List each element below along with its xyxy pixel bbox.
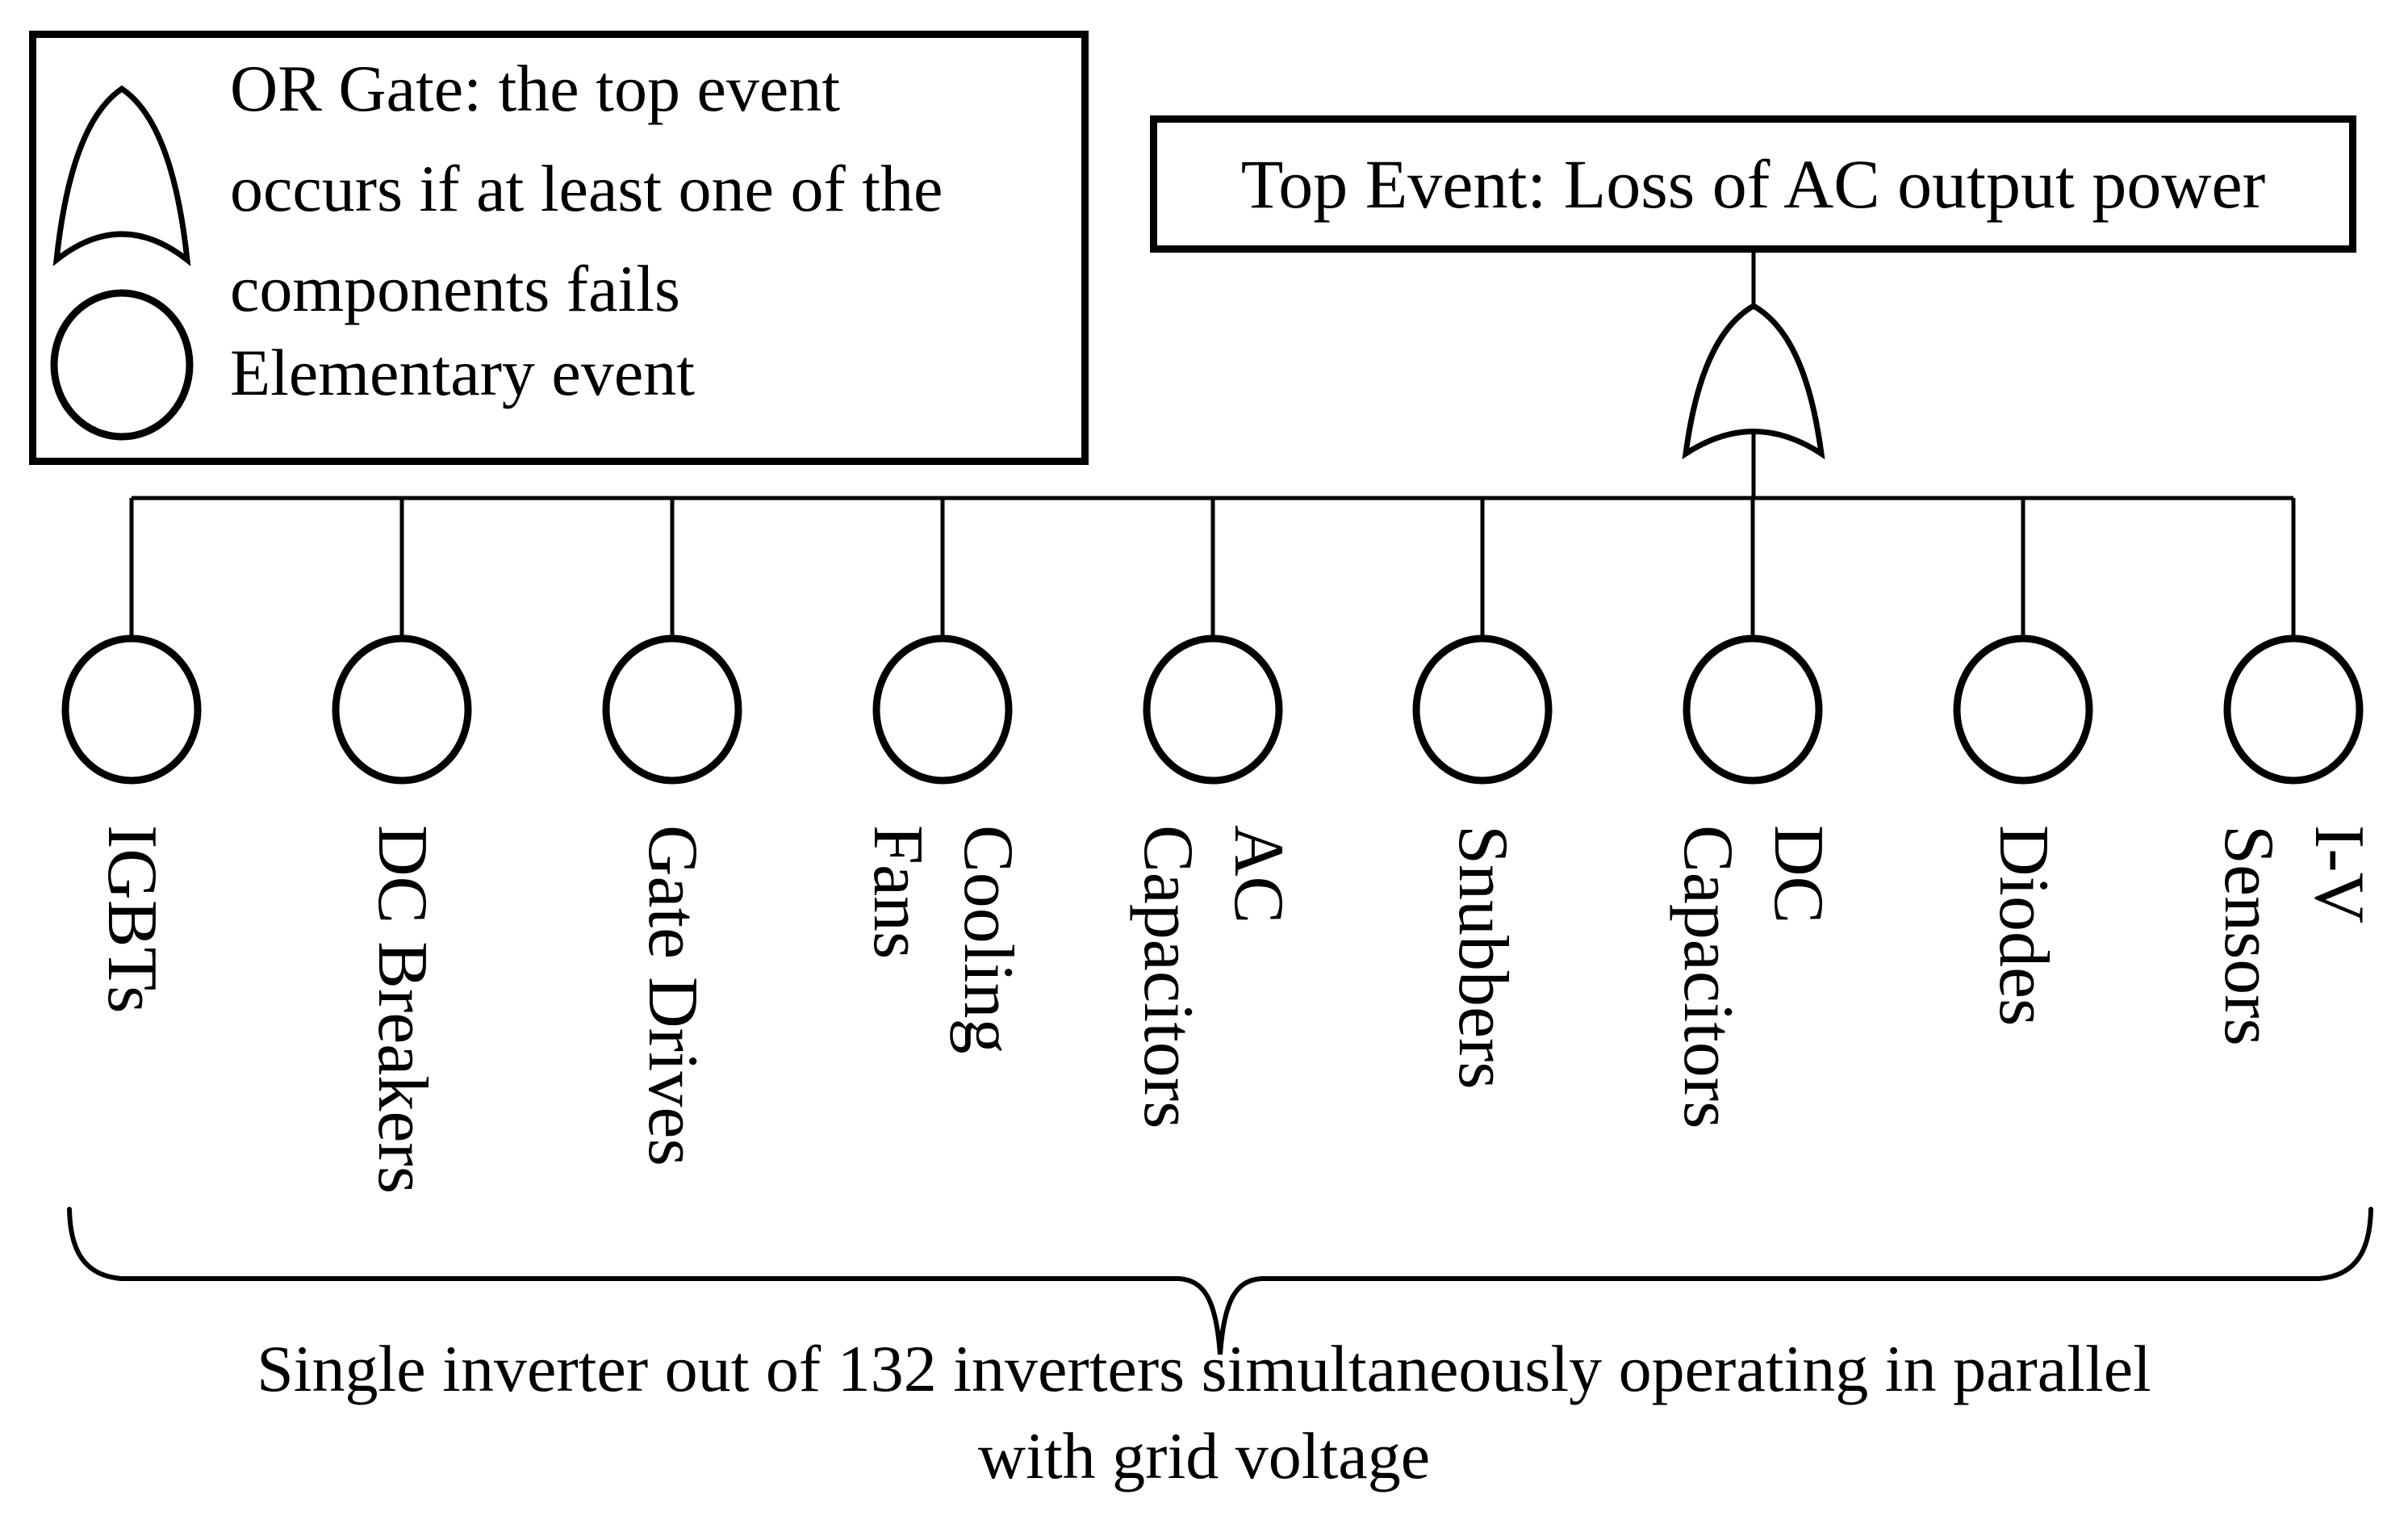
top-event-label: Top Event: Loss of AC output power <box>1240 145 2266 223</box>
event-circle-iv-sensors <box>2223 634 2364 785</box>
or-gate-icon <box>1682 302 1825 460</box>
legend-or-gate-description: OR Gate: the top event occurs if at leas… <box>230 52 943 325</box>
node-label-cooling-fans: Cooling Fans <box>859 825 1027 1054</box>
event-circle-igbts <box>61 634 202 785</box>
node-label-iv-sensors: I-V Sensors <box>2209 825 2378 1046</box>
node-label-igbts: IGBTs <box>93 825 171 1014</box>
event-circle-snubbers <box>1412 634 1553 785</box>
node-label-dc-breakers: DC Breakers <box>363 825 441 1194</box>
group-brace <box>67 1207 2373 1355</box>
legend-elementary-event-label: Elementary event <box>230 336 696 409</box>
node-label-diodes: Diodes <box>1984 825 2063 1027</box>
legend-or-gate-icon <box>52 85 191 266</box>
event-circle-diodes <box>1953 634 2093 785</box>
node-label-gate-drives: Gate Drives <box>633 825 712 1166</box>
node-label-dc-capacitors: DC Capacitors <box>1669 825 1837 1129</box>
brace-caption: Single inverter out of 132 inverters sim… <box>257 1332 2151 1493</box>
event-circle-ac-capacitors <box>1143 634 1283 785</box>
event-circle-dc-capacitors <box>1683 634 1823 785</box>
event-circle-cooling-fans <box>872 634 1013 785</box>
legend-elementary-event-icon <box>50 289 194 441</box>
event-circle-dc-breakers <box>332 634 472 785</box>
legend-box <box>29 31 1089 465</box>
event-circle-gate-drives <box>602 634 742 785</box>
top-event-box: Top Event: Loss of AC output power <box>1150 115 2356 253</box>
node-label-ac-capacitors: AC Capacitors <box>1129 825 1298 1129</box>
node-label-snubbers: Snubbers <box>1444 825 1522 1090</box>
